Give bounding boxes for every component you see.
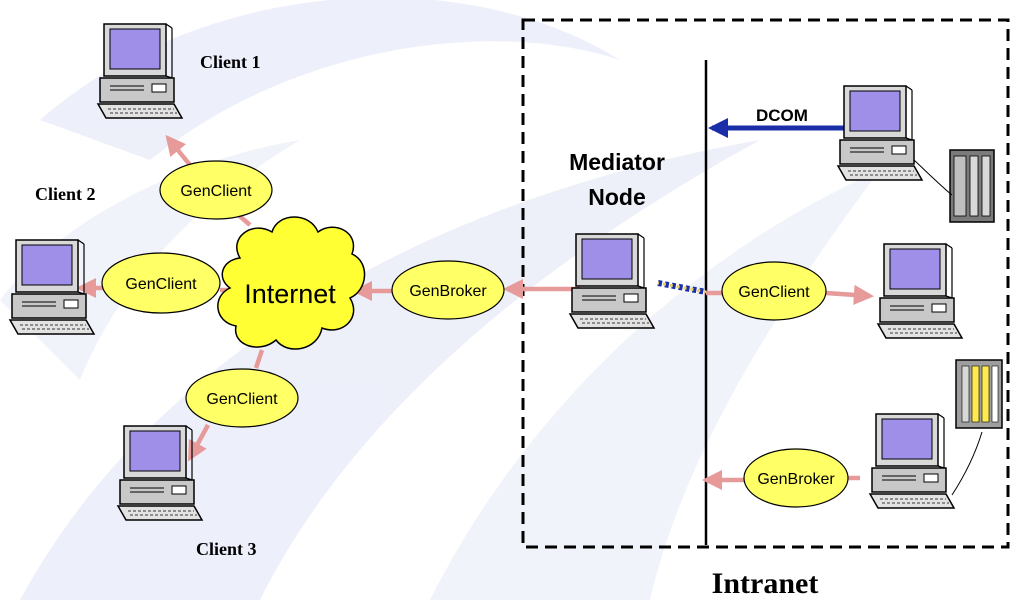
genclient-intranet-label: GenClient [738, 284, 810, 301]
genclient-top-node: GenClient [159, 160, 273, 220]
genclient-bottom-node: GenClient [185, 368, 299, 428]
genbroker-main-label: GenBroker [409, 283, 487, 300]
genbroker-intranet-node: GenBroker [743, 448, 849, 508]
intranet-middle-computer-icon [877, 243, 963, 339]
genbroker-main-node: GenBroker [391, 260, 505, 320]
intranet-bottom-computer-icon [869, 413, 955, 509]
mediator-computer-icon [569, 233, 655, 329]
mediator-label-line1: Mediator [569, 149, 665, 175]
intranet-top-computer-icon [837, 85, 923, 181]
genbroker-intranet-label: GenBroker [757, 471, 835, 488]
internet-label: Internet [244, 279, 336, 309]
genclient-top-label: GenClient [180, 183, 252, 200]
internet-cloud [217, 216, 366, 350]
dcom-label: DCOM [756, 106, 808, 125]
genclient-bottom-label: GenClient [206, 391, 278, 408]
intranet-boundary [521, 18, 1010, 549]
genclient-intranet-node: GenClient [721, 261, 827, 321]
client-1-label: Client 1 [200, 52, 261, 72]
mediator-label-line2: Node [588, 184, 646, 210]
mediator-link [657, 280, 707, 295]
genclient-left-node: GenClient [101, 252, 221, 314]
device-icon [949, 149, 995, 223]
genclient-left-label: GenClient [125, 276, 197, 293]
intranet-label: Intranet [712, 567, 819, 600]
client-3-label: Client 3 [196, 539, 257, 559]
client-2-label: Client 2 [35, 184, 96, 204]
io-rack-icon [955, 359, 1003, 429]
